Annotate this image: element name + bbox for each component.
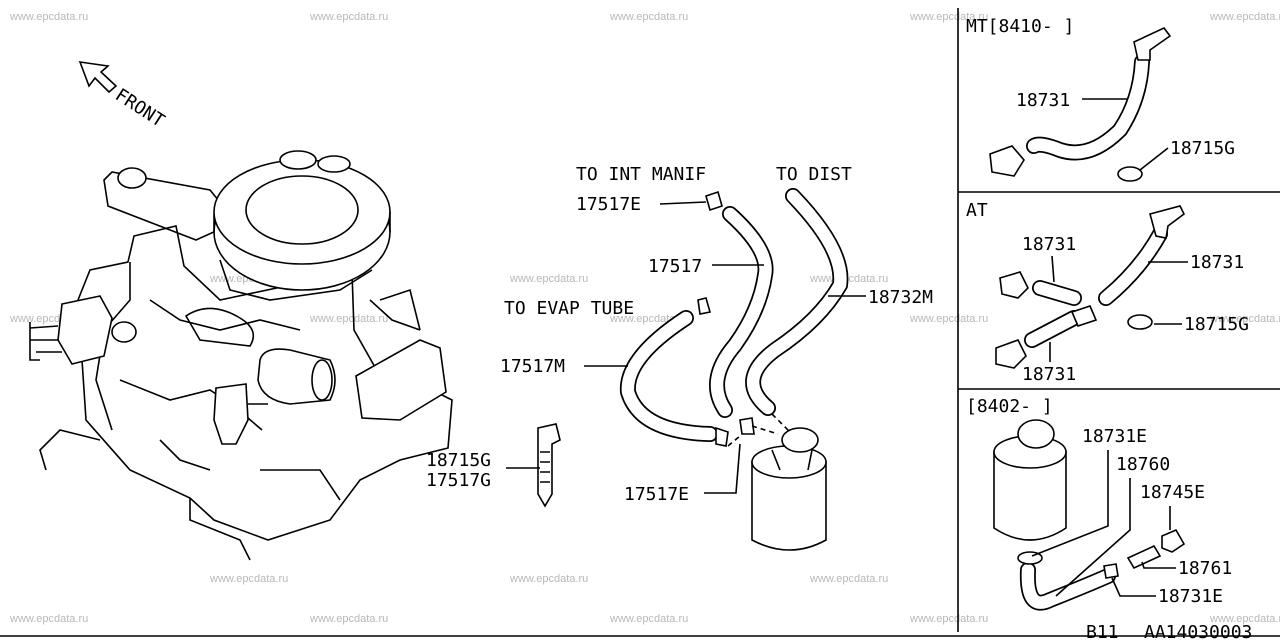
watermark: www.epcdata.ru xyxy=(9,613,88,625)
watermark: www.epcdata.ru xyxy=(909,11,988,23)
part-label: 18745E xyxy=(1140,482,1205,503)
inset-frame xyxy=(0,8,1280,637)
main-labels: TO INT MANIF TO DIST 17517E 17517 18732M… xyxy=(426,164,933,505)
part-label: 18731E xyxy=(1158,586,1223,607)
watermark: www.epcdata.ru xyxy=(1209,613,1280,625)
part-label: 18731 xyxy=(1022,364,1076,385)
to-evap-tube-label: TO EVAP TUBE xyxy=(504,298,634,319)
part-label: 18715G xyxy=(1170,138,1235,159)
inset-8402: [8402- ] 18731E 18760 18745E 18761 18731… xyxy=(966,396,1232,611)
watermark: www.epcdata.ru xyxy=(909,613,988,625)
inset-header: [8402- ] xyxy=(966,396,1053,417)
watermark: www.epcdata.ru xyxy=(609,613,688,625)
part-label: 17517 xyxy=(648,256,702,277)
clip xyxy=(715,426,729,447)
watermark: www.epcdata.ru xyxy=(509,573,588,585)
part-label: 18732M xyxy=(868,287,933,308)
watermark: www.epcdata.ru xyxy=(309,613,388,625)
part-label: 18715G xyxy=(426,450,491,471)
watermark-layer: www.epcdata.ru www.epcdata.ru www.epcdat… xyxy=(9,11,1280,625)
part-label: 18731E xyxy=(1082,426,1147,447)
inset-header: MT[8410- ] xyxy=(966,16,1074,37)
watermark: www.epcdata.ru xyxy=(909,313,988,325)
front-label: FRONT xyxy=(111,85,168,132)
part-label: 18731 xyxy=(1016,90,1070,111)
watermark: www.epcdata.ru xyxy=(209,573,288,585)
watermark: www.epcdata.ru xyxy=(809,273,888,285)
main-hose-assembly xyxy=(537,188,849,551)
watermark: www.epcdata.ru xyxy=(609,11,688,23)
part-label: 18731 xyxy=(1190,252,1244,273)
part-label: 17517E xyxy=(576,194,641,215)
engine-illustration xyxy=(29,150,453,561)
part-label: 18731 xyxy=(1022,234,1076,255)
clip xyxy=(697,297,712,315)
inset-mt: MT[8410- ] 18731 18715G xyxy=(966,16,1235,182)
part-label: 17517M xyxy=(500,356,565,377)
diagram-code: AA14030003 xyxy=(1144,622,1252,640)
watermark: www.epcdata.ru xyxy=(309,11,388,23)
clip xyxy=(739,417,755,435)
footer: B11 AA14030003 xyxy=(1086,622,1252,640)
to-dist-label: TO DIST xyxy=(776,164,852,185)
watermark: www.epcdata.ru xyxy=(1209,313,1280,325)
to-int-manif-label: TO INT MANIF xyxy=(576,164,706,185)
inset-header: AT xyxy=(966,200,988,221)
front-arrow: FRONT xyxy=(78,61,168,132)
watermark: www.epcdata.ru xyxy=(509,273,588,285)
canister xyxy=(751,461,827,551)
part-label: 18760 xyxy=(1116,454,1170,475)
watermark: www.epcdata.ru xyxy=(309,313,388,325)
part-label: 18761 xyxy=(1178,558,1232,579)
part-label: 17517G xyxy=(426,470,491,491)
clip-17517E xyxy=(705,190,723,212)
watermark: www.epcdata.ru xyxy=(809,573,888,585)
watermark: www.epcdata.ru xyxy=(1209,11,1280,23)
watermark: www.epcdata.ru xyxy=(9,11,88,23)
inset-at: AT 18731 18731 18715G 18731 xyxy=(966,200,1249,385)
clamp-18715G xyxy=(537,423,561,508)
section-code: B11 xyxy=(1086,622,1119,640)
part-label: 17517E xyxy=(624,484,689,505)
part-label: 18715G xyxy=(1184,314,1249,335)
